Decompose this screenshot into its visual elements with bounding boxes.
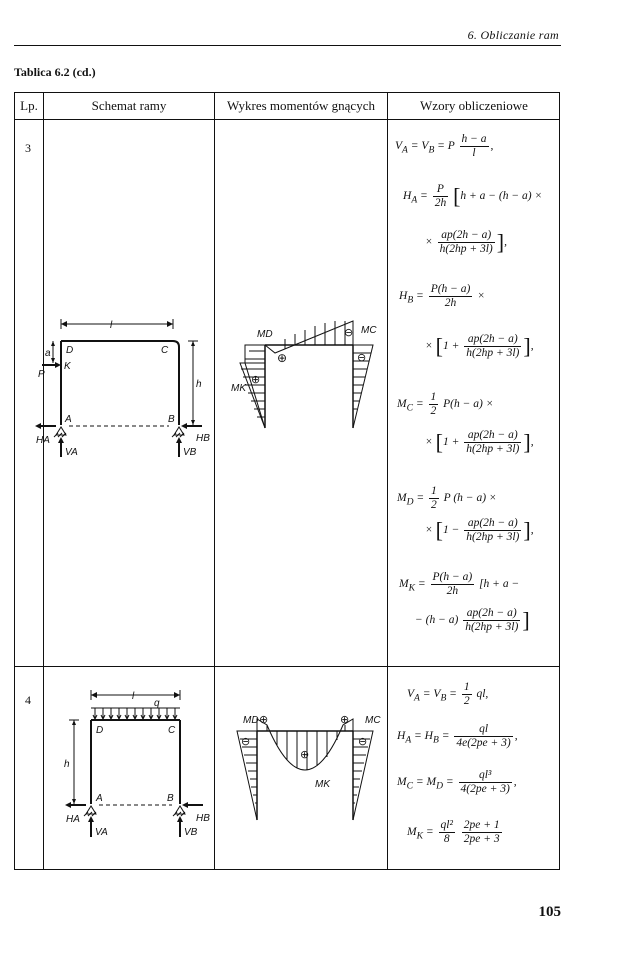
point-label-K: K [64,361,72,372]
row-number-3: 3 [25,141,31,155]
formula-reaction-hb: HB = P(h − a)2h × [399,283,486,309]
sign-plus: ⊕ [251,374,260,386]
formula-moment-mk-cont: − (h − a) ap(2h − a)h(2hp + 3l)] [415,607,530,633]
formula-moment-md-cont: × [1 − ap(2h − a)h(2hp + 3l)], [425,517,534,543]
reaction-label-HA: HA [66,814,80,825]
node-label-D: D [66,345,73,356]
sign-plus: ⊕ [259,714,268,726]
formula-moment-mk: MK = P(h − a)2h [h + a − [399,571,520,597]
column-divider [214,93,215,869]
sign-minus: ⊖ [344,327,353,339]
node-label-C: C [168,725,176,736]
sign-plus: ⊕ [300,749,309,761]
frame-scheme-row4: l q h D C A B HA HB VA VB [64,690,210,838]
reaction-label-VA: VA [65,447,78,458]
dim-label-h: h [64,759,70,770]
moment-label-MC: MC [361,325,377,336]
reaction-label-VB: VB [184,827,198,838]
load-label-q: q [154,698,160,709]
row-number-4: 4 [25,693,31,707]
reaction-label-VB: VB [183,447,197,458]
column-divider [43,93,44,869]
formula-moment-mc-cont: × [1 + ap(2h − a)h(2hp + 3l)], [425,429,534,455]
row-divider [15,666,559,667]
node-label-C: C [161,345,169,356]
page-number: 105 [538,904,562,920]
load-label-P: P [38,369,45,380]
reaction-label-HB: HB [196,813,210,824]
reaction-label-VA: VA [95,827,108,838]
dim-label-a: a [45,348,51,359]
span-label-l: l [110,320,113,331]
frame-scheme-row3: l a h P K D C A B HA HB VA VB [35,319,210,458]
formula-table: Lp. Schemat ramy Wykres momentów gnących… [14,92,560,870]
moment-label-MK: MK [315,779,331,790]
moment-label-MC: MC [365,715,381,726]
support-label-B: B [167,793,174,804]
sign-plus: ⊕ [277,351,287,365]
moment-label-MK: MK [231,383,247,394]
moment-diagram-row4: MD MC MK ⊕ ⊕ ⊕ ⊖ ⊖ [236,714,381,821]
column-header-formulas: Wzory obliczeniowe [420,98,528,113]
node-label-D: D [96,725,103,736]
dim-label-h: h [196,379,202,390]
column-header-scheme: Schemat ramy [91,98,167,113]
column-header-lp: Lp. [20,98,38,113]
formula-reaction-ha-cont: × ap(2h − a)h(2hp + 3l)], [425,229,507,255]
reaction-label-HA: HA [36,435,50,446]
sign-plus: ⊕ [340,714,349,726]
span-label-l: l [132,691,135,702]
moment-diagram-row3: MD MC MK ⊕ ⊕ ⊖ ⊖ [231,320,377,429]
sign-minus: ⊖ [241,736,250,748]
sign-minus: ⊖ [358,736,367,748]
reaction-label-HB: HB [196,433,210,444]
support-label-B: B [168,414,175,425]
header-rule [14,45,561,46]
moment-label-MD: MD [243,715,259,726]
support-label-A: A [64,414,72,425]
column-divider [387,93,388,869]
support-label-A: A [95,793,103,804]
sign-minus: ⊖ [357,352,366,364]
moment-label-MD: MD [257,329,273,340]
header-row-divider [15,119,559,120]
table-caption: Tablica 6.2 (cd.) [14,65,96,79]
running-head: 6. Obliczanie ram [467,28,559,42]
column-header-moment-diagram: Wykres momentów gnących [227,98,375,113]
formula-reaction-hb-cont: × [1 + ap(2h − a)h(2hp + 3l)], [425,333,534,359]
